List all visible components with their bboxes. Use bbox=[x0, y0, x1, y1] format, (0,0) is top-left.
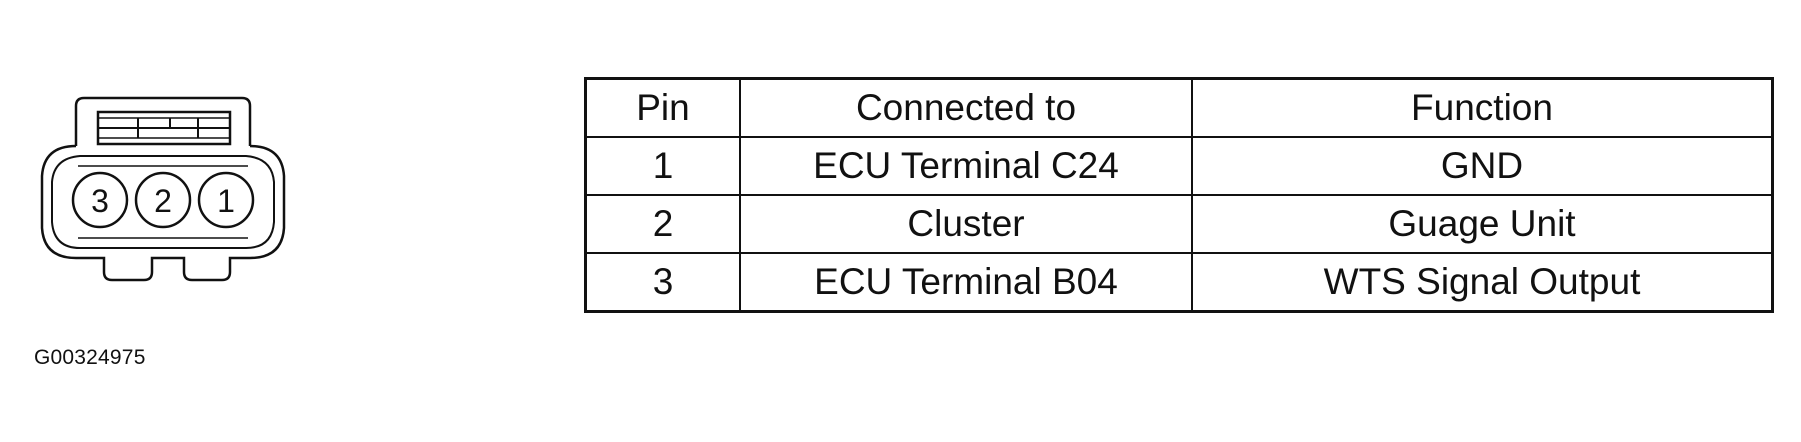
table-row: 2 Cluster Guage Unit bbox=[584, 194, 1774, 254]
pin-table: Pin Connected to Function 1 ECU Terminal… bbox=[584, 77, 1774, 313]
connector-housing bbox=[40, 144, 286, 282]
pin-label: 1 bbox=[217, 183, 235, 219]
cell-connected-to: Cluster bbox=[739, 194, 1193, 254]
cell-function: GND bbox=[1191, 136, 1774, 196]
table-header-row: Pin Connected to Function bbox=[584, 77, 1774, 138]
header-connected-to: Connected to bbox=[739, 77, 1193, 138]
pin-cavity-2: 2 bbox=[134, 171, 192, 229]
pin-label: 2 bbox=[154, 183, 172, 219]
cell-pin: 1 bbox=[584, 136, 741, 196]
connector-latch bbox=[74, 96, 252, 146]
table-row: 1 ECU Terminal C24 GND bbox=[584, 136, 1774, 196]
cell-connected-to: ECU Terminal B04 bbox=[739, 252, 1193, 313]
cell-pin: 3 bbox=[584, 252, 741, 313]
connector-inner-wall bbox=[51, 155, 275, 249]
table-row: 3 ECU Terminal B04 WTS Signal Output bbox=[584, 252, 1774, 313]
pin-cavity-1: 1 bbox=[197, 171, 255, 229]
pin-cavity-3: 3 bbox=[71, 171, 129, 229]
header-function: Function bbox=[1191, 77, 1774, 138]
cell-function: Guage Unit bbox=[1191, 194, 1774, 254]
cell-pin: 2 bbox=[584, 194, 741, 254]
pin-label: 3 bbox=[91, 183, 109, 219]
connector-face-view: 3 2 1 bbox=[40, 96, 286, 282]
header-pin: Pin bbox=[584, 77, 741, 138]
cell-function: WTS Signal Output bbox=[1191, 252, 1774, 313]
figure-id: G00324975 bbox=[34, 346, 146, 369]
cell-connected-to: ECU Terminal C24 bbox=[739, 136, 1193, 196]
connector-diagram: 3 2 1 bbox=[38, 92, 288, 287]
